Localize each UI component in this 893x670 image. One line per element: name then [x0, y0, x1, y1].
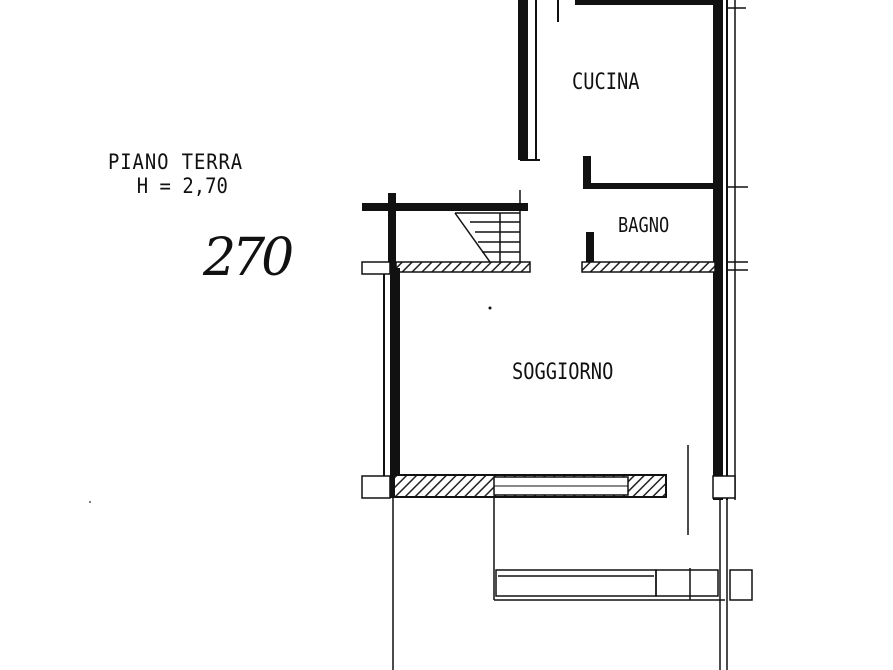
room-label-kitchen: CUCINA	[572, 70, 640, 95]
floor-name: PIANO TERRA	[108, 150, 244, 174]
bathroom-bottom-wall	[581, 261, 716, 273]
living-top-wall-left	[395, 261, 531, 273]
room-label-bathroom: BAGNO	[618, 213, 670, 237]
kitchen-left-wall	[518, 0, 528, 160]
room-label-living: SOGGIORNO	[512, 360, 614, 385]
stair-top-wall	[362, 203, 528, 211]
living-left-wall	[390, 268, 400, 498]
floor-title-block: PIANO TERRA H = 2,70	[108, 150, 258, 198]
kitchen-top-wall	[575, 0, 723, 5]
handwritten-height-note: 270	[203, 228, 294, 288]
staircase	[454, 190, 521, 263]
floor-height: H = 2,70	[136, 174, 228, 198]
terrace-outline	[392, 497, 753, 670]
right-outer-wall	[713, 0, 723, 500]
kitchen-bathroom-partition	[586, 183, 714, 189]
